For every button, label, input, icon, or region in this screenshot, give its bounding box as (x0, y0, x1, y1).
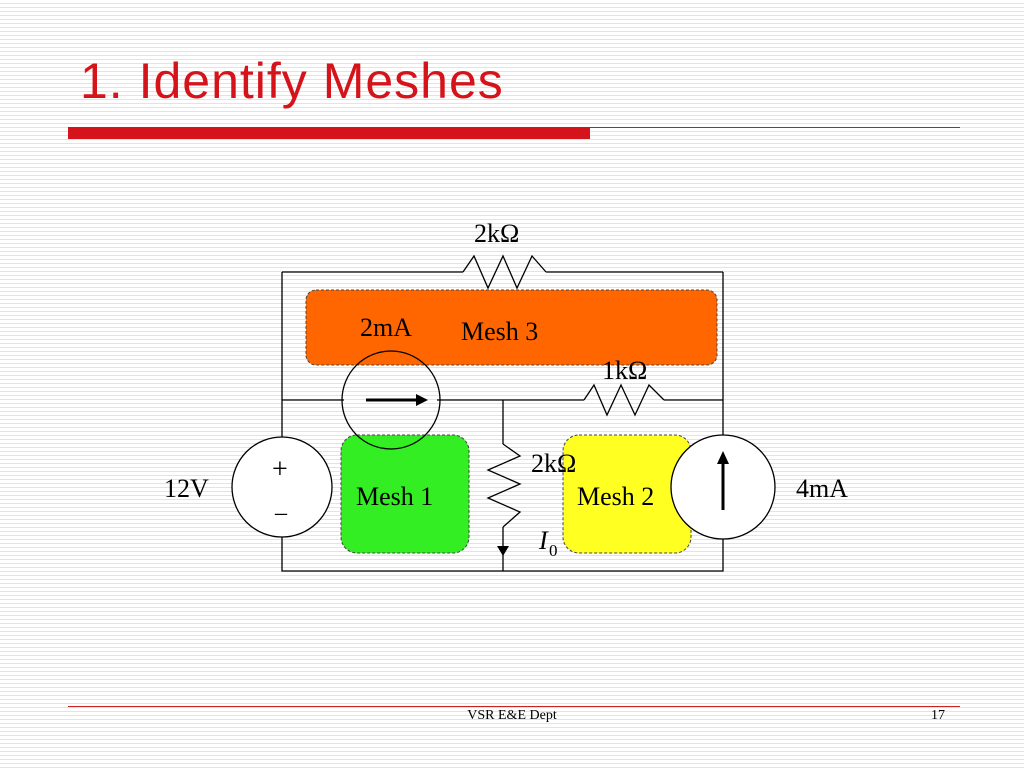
mesh3-region (305, 289, 718, 366)
current-subscript: 0 (549, 541, 558, 560)
footer-text: VSR E&E Dept (467, 708, 557, 723)
minus-sign: _ (274, 492, 288, 518)
middle-resistor-label: 1kΩ (602, 356, 647, 385)
mesh2-region (562, 434, 692, 554)
title-underline-bar (68, 127, 590, 139)
top-resistor-label: 2kΩ (474, 219, 519, 248)
up-arrowhead-icon (717, 451, 729, 464)
current-source-left-label: 2mA (360, 313, 412, 342)
title-underline-rule (590, 127, 960, 128)
mesh2-label: Mesh 2 (577, 482, 654, 511)
middle-resistor (583, 383, 665, 417)
mesh1-label: Mesh 1 (356, 482, 433, 511)
center-resistor (486, 443, 522, 528)
plus-sign: + (272, 454, 288, 485)
center-resistor-label: 2kΩ (531, 449, 576, 478)
slide-title: 1. Identify Meshes (80, 53, 504, 109)
page-number: 17 (931, 708, 945, 723)
circuit-wires (281, 271, 724, 572)
right-arrowhead-icon (416, 394, 428, 406)
mesh1-region (340, 434, 470, 554)
current-source-right-label: 4mA (796, 474, 848, 503)
current-arrow-icon (497, 546, 509, 556)
current-source-left (341, 350, 441, 450)
voltage-source (231, 436, 333, 538)
voltage-source-label: 12V (164, 474, 209, 503)
current-label: I (538, 526, 549, 555)
top-resistor (462, 254, 547, 290)
footer-divider (68, 706, 960, 707)
mesh3-label: Mesh 3 (461, 317, 538, 346)
